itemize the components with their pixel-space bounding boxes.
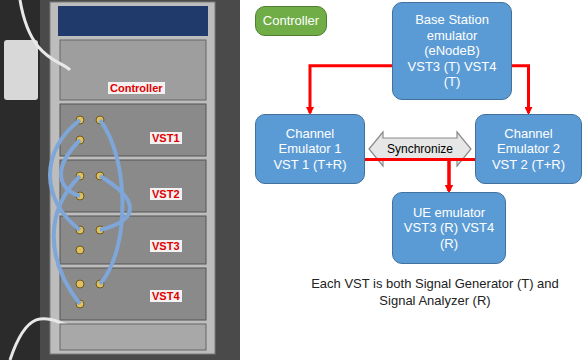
photo-shadow — [0, 0, 40, 360]
photo-background — [0, 0, 240, 360]
emulator-box: UE emulatorVST3 (R) VST4 (R) — [392, 192, 506, 264]
box-text: VST 1 (T+R) — [273, 157, 346, 173]
caption: Each VST is both Signal Generator (T) an… — [300, 276, 570, 310]
chassis-top — [58, 6, 208, 36]
signal-arrow — [449, 160, 475, 192]
part-label: VST3 — [150, 240, 182, 252]
box-text: VST3 (R) VST4 (R) — [399, 220, 499, 251]
signal-arrow — [310, 66, 392, 113]
part-label: VST2 — [150, 188, 182, 200]
box-text: Channel Emulator 1 — [262, 126, 358, 157]
box-text: Base Station emulator (eNodeB) — [399, 12, 505, 59]
controller-module — [60, 40, 206, 100]
box-text: VST 2 (T+R) — [492, 157, 565, 173]
white-cables — [10, 0, 80, 360]
box-text: VST3 (T) VST4 (T) — [399, 59, 505, 90]
emulator-box: Channel Emulator 1VST 1 (T+R) — [255, 114, 365, 184]
part-label: VST1 — [150, 132, 182, 144]
rf-connectors — [76, 116, 104, 308]
signal-arrow — [365, 160, 449, 192]
box-text: Channel Emulator 2 — [482, 126, 575, 157]
blue-cables — [50, 120, 130, 304]
emulator-box: Channel Emulator 2VST 2 (T+R) — [475, 114, 582, 184]
cable-tag — [4, 40, 38, 100]
box-text: Controller — [263, 13, 319, 29]
edge-label: Synchronize — [386, 142, 454, 156]
controller-box: Controller — [255, 6, 327, 36]
part-label: VST4 — [150, 290, 182, 302]
chassis-base — [60, 324, 206, 350]
box-text: UE emulator — [413, 205, 485, 221]
part-label: Controller — [108, 82, 165, 94]
chassis — [50, 2, 215, 354]
vst-modules — [60, 104, 206, 320]
emulator-box: Base Station emulator (eNodeB)VST3 (T) V… — [392, 2, 512, 100]
signal-arrow — [512, 66, 529, 113]
